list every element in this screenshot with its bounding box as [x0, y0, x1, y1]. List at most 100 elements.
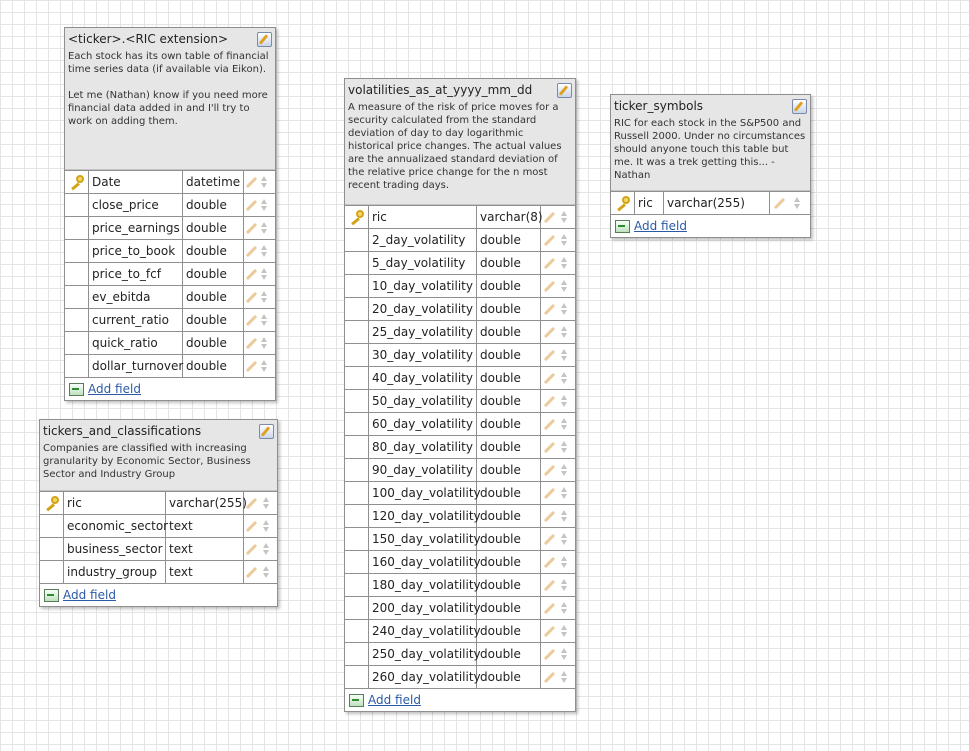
field-name[interactable]: ev_ebitda — [89, 286, 183, 308]
table-header[interactable]: volatilities_as_at_yyyy_mm_dd A measure … — [345, 79, 575, 205]
field-name[interactable]: business_sector — [64, 538, 166, 560]
edit-field-pencil-icon[interactable] — [543, 464, 555, 476]
field-name[interactable]: 160_day_volatility — [369, 551, 481, 573]
table-header[interactable]: tickers_and_classifications Companies ar… — [40, 420, 277, 491]
reorder-arrows-icon[interactable] — [560, 256, 569, 270]
field-name[interactable]: 250_day_volatility — [369, 643, 481, 665]
add-field-icon[interactable] — [349, 693, 364, 707]
field-name[interactable]: 100_day_volatility — [369, 482, 481, 504]
add-field-icon[interactable] — [69, 382, 84, 396]
field-name[interactable]: 20_day_volatility — [369, 298, 477, 320]
reorder-arrows-icon[interactable] — [560, 578, 569, 592]
reorder-arrows-icon[interactable] — [262, 565, 271, 579]
add-field-link[interactable]: Add field — [88, 382, 141, 396]
edit-field-pencil-icon[interactable] — [543, 648, 555, 660]
reorder-arrows-icon[interactable] — [560, 624, 569, 638]
edit-field-pencil-icon[interactable] — [543, 671, 555, 683]
add-field-row[interactable]: Add field — [345, 688, 575, 711]
field-type[interactable]: double — [477, 413, 541, 435]
field-name[interactable]: 25_day_volatility — [369, 321, 477, 343]
reorder-arrows-icon[interactable] — [560, 647, 569, 661]
field-type[interactable]: double — [477, 390, 541, 412]
field-type[interactable]: double — [477, 275, 541, 297]
field-type[interactable]: double — [477, 321, 541, 343]
table-title[interactable]: <ticker>.<RIC extension> — [68, 32, 229, 46]
field-type[interactable]: double — [183, 332, 244, 354]
field-type[interactable]: double — [477, 436, 541, 458]
edit-field-pencil-icon[interactable] — [543, 579, 555, 591]
edit-field-pencil-icon[interactable] — [543, 211, 555, 223]
field-name[interactable]: quick_ratio — [89, 332, 183, 354]
edit-field-pencil-icon[interactable] — [245, 199, 257, 211]
field-name[interactable]: 60_day_volatility — [369, 413, 477, 435]
field-name[interactable]: 10_day_volatility — [369, 275, 477, 297]
edit-field-pencil-icon[interactable] — [245, 314, 257, 326]
field-type[interactable]: double — [183, 194, 244, 216]
field-type[interactable]: double — [477, 229, 541, 251]
table-volatilities[interactable]: volatilities_as_at_yyyy_mm_dd A measure … — [344, 78, 576, 712]
reorder-arrows-icon[interactable] — [260, 175, 269, 189]
field-type[interactable]: text — [166, 515, 244, 537]
table-ticker-ric[interactable]: <ticker>.<RIC extension> Each stock has … — [64, 27, 276, 401]
edit-field-pencil-icon[interactable] — [246, 520, 258, 532]
edit-field-pencil-icon[interactable] — [543, 395, 555, 407]
add-field-row[interactable]: Add field — [611, 214, 810, 237]
add-field-link[interactable]: Add field — [368, 693, 421, 707]
add-field-link[interactable]: Add field — [63, 588, 116, 602]
edit-field-pencil-icon[interactable] — [543, 556, 555, 568]
edit-field-pencil-icon[interactable] — [543, 326, 555, 338]
field-type[interactable]: double — [183, 309, 244, 331]
add-field-icon[interactable] — [44, 588, 59, 602]
add-field-link[interactable]: Add field — [634, 219, 687, 233]
table-title[interactable]: ticker_symbols — [614, 99, 704, 113]
field-name[interactable]: 90_day_volatility — [369, 459, 477, 481]
add-field-icon[interactable] — [615, 219, 630, 233]
table-tickers-and-classifications[interactable]: tickers_and_classifications Companies ar… — [39, 419, 278, 607]
edit-field-pencil-icon[interactable] — [246, 543, 258, 555]
reorder-arrows-icon[interactable] — [560, 440, 569, 454]
table-ticker-symbols[interactable]: ticker_symbols RIC for each stock in the… — [610, 94, 811, 238]
field-name[interactable]: 150_day_volatility — [369, 528, 481, 550]
edit-field-pencil-icon[interactable] — [246, 566, 258, 578]
field-name[interactable]: 40_day_volatility — [369, 367, 477, 389]
edit-field-pencil-icon[interactable] — [245, 245, 257, 257]
reorder-arrows-icon[interactable] — [560, 233, 569, 247]
edit-field-pencil-icon[interactable] — [543, 602, 555, 614]
table-title[interactable]: tickers_and_classifications — [43, 424, 202, 438]
reorder-arrows-icon[interactable] — [260, 313, 269, 327]
edit-field-pencil-icon[interactable] — [773, 197, 786, 209]
edit-field-pencil-icon[interactable] — [245, 268, 257, 280]
reorder-arrows-icon[interactable] — [260, 359, 269, 373]
field-name[interactable]: 180_day_volatility — [369, 574, 481, 596]
field-name[interactable]: 30_day_volatility — [369, 344, 477, 366]
reorder-arrows-icon[interactable] — [560, 210, 569, 224]
field-type[interactable]: double — [477, 298, 541, 320]
reorder-arrows-icon[interactable] — [560, 601, 569, 615]
field-name[interactable]: ric — [369, 206, 477, 228]
field-type[interactable]: double — [477, 666, 541, 688]
field-name[interactable]: current_ratio — [89, 309, 183, 331]
field-name[interactable]: 2_day_volatility — [369, 229, 477, 251]
edit-field-pencil-icon[interactable] — [543, 487, 555, 499]
reorder-arrows-icon[interactable] — [560, 348, 569, 362]
field-type[interactable]: double — [183, 217, 244, 239]
